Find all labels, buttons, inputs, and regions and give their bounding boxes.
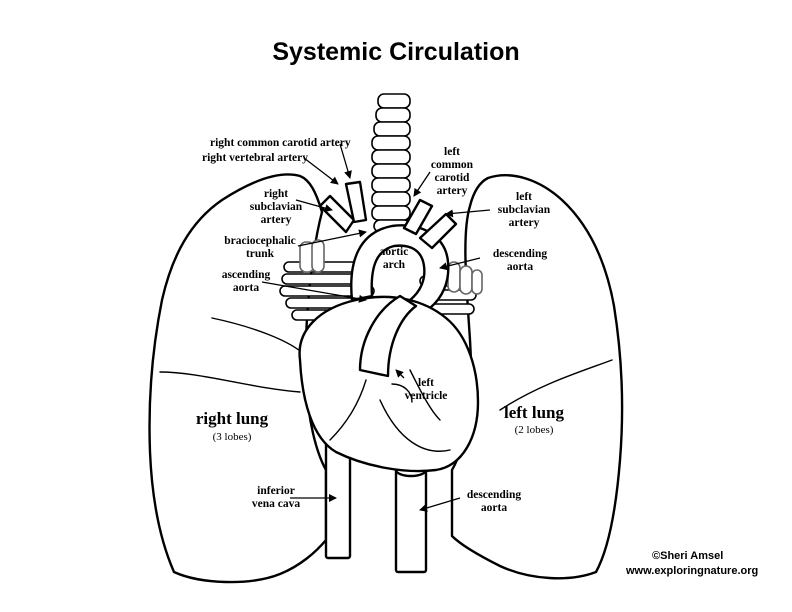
label-ascending-aorta-2: aorta [233,282,259,294]
right-lung-lobes: (3 lobes) [213,431,252,443]
credit-author: ©Sheri Amsel [652,550,723,562]
label-aortic-arch-2: arch [383,259,406,271]
label-left-common-carotid-3: carotid [435,172,471,184]
right-lung-name: right lung [196,409,269,428]
left-lung-lobes: (2 lobes) [515,424,554,436]
label-arrows [261,143,491,512]
label-right-vertebral: right vertebral artery [202,152,308,164]
label-left-common-carotid-1: left [444,146,460,158]
lung-labels: right lung (3 lobes) left lung (2 lobes) [196,403,565,443]
label-left-subclavian-1: left [516,191,532,203]
heart [298,294,480,473]
label-ascending-aorta-1: ascending [222,269,271,281]
diagram-title: Systemic Circulation [272,38,520,66]
label-left-subclavian-3: artery [509,217,540,229]
credit: ©Sheri Amsel www.exploringnature.org [625,550,758,577]
label-left-ventricle-1: left [418,377,434,389]
label-descending-aorta-upper-2: aorta [507,261,533,273]
label-inferior-vena-cava-2: vena cava [252,498,300,510]
label-aortic-arch-1: aortic [380,246,409,258]
label-right-subclavian-2: subclavian [250,201,303,213]
label-left-common-carotid-4: artery [437,185,468,197]
label-descending-aorta-lower-2: aorta [481,502,507,514]
label-right-subclavian-3: artery [261,214,292,226]
trachea [371,93,411,233]
label-left-common-carotid-2: common [431,159,474,171]
label-left-subclavian-2: subclavian [498,204,551,216]
label-descending-aorta-upper-1: descending [493,248,548,260]
label-brachiocephalic-2: trunk [246,248,275,260]
label-inferior-vena-cava-1: inferior [257,485,295,497]
left-lung [450,174,624,580]
label-left-ventricle-2: ventricle [405,390,448,402]
label-right-common-carotid: right common carotid artery [210,137,351,149]
anatomy-labels: right common carotid artery right verteb… [202,137,551,514]
left-lung-name: left lung [504,403,564,422]
credit-url: www.exploringnature.org [625,565,758,577]
label-right-subclavian-1: right [264,188,288,200]
label-descending-aorta-lower-1: descending [467,489,522,501]
label-brachiocephalic-1: braciocephalic [224,235,296,247]
